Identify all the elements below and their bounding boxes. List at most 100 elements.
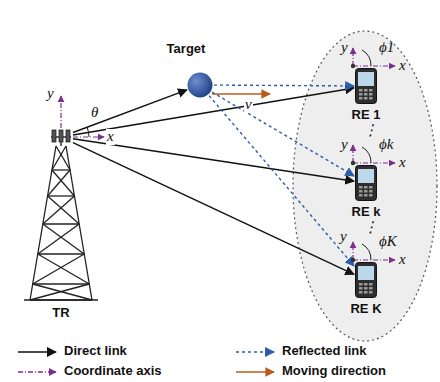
phone-screen xyxy=(358,169,374,183)
tower-brace xyxy=(38,254,90,284)
phone-key xyxy=(364,287,368,290)
axis-x xyxy=(353,65,395,66)
node-label: Target xyxy=(167,42,206,56)
axis-x xyxy=(353,259,395,260)
receiver-region xyxy=(293,31,437,341)
phone-icon xyxy=(355,262,377,298)
math-label: x xyxy=(106,129,115,145)
tower-brace xyxy=(48,170,70,196)
phi-arc xyxy=(362,147,371,163)
tower-brace xyxy=(56,146,70,170)
angle-arcs xyxy=(87,50,371,260)
phone-body xyxy=(356,69,377,104)
node-label: RE 1 xyxy=(352,108,381,122)
math-label: ϕk xyxy=(378,137,394,153)
legend-text: Direct link xyxy=(64,344,127,358)
tower-brace xyxy=(43,224,84,254)
tower-brace xyxy=(30,284,89,300)
phone-body xyxy=(356,263,377,298)
phone-icon xyxy=(355,165,377,201)
tower-rung xyxy=(30,299,92,300)
phone-screen xyxy=(358,72,374,86)
phone-key xyxy=(364,283,368,286)
receiver-phone: RE 1 xyxy=(355,68,377,104)
reflected-link xyxy=(214,84,354,86)
phone-key xyxy=(364,89,368,92)
phone-key xyxy=(369,283,373,286)
phone-screen xyxy=(358,266,374,280)
legend-sample xyxy=(236,351,274,353)
antenna-icon xyxy=(50,128,72,146)
phone-key xyxy=(364,291,368,294)
reflected-link xyxy=(209,96,354,266)
math-label: ⋮ xyxy=(362,220,379,236)
tower-rung xyxy=(48,195,75,196)
math-label: v xyxy=(244,97,253,113)
tower-rung xyxy=(43,223,79,224)
phone-key xyxy=(359,93,363,96)
tower-brace xyxy=(33,254,85,284)
node-label: RE K xyxy=(350,302,381,316)
math-label: ϕ1 xyxy=(378,40,395,56)
antenna-mast xyxy=(60,142,61,146)
legend-sample xyxy=(18,351,56,353)
target-icon xyxy=(187,72,213,98)
math-label: y xyxy=(46,86,55,102)
transmitter-tower: TR xyxy=(50,128,72,146)
tower-rung xyxy=(33,283,90,284)
axis-x xyxy=(353,162,395,163)
direct-link xyxy=(73,139,354,181)
phi-arc xyxy=(362,244,371,260)
phone-key xyxy=(359,194,363,197)
antenna-panel xyxy=(52,130,56,142)
math-label: y xyxy=(339,229,348,245)
math-label: y xyxy=(340,137,349,153)
phone-icon xyxy=(355,68,377,104)
phone-key xyxy=(359,190,363,193)
phone-key xyxy=(369,190,373,193)
phone-key xyxy=(359,89,363,92)
axis-origin xyxy=(351,258,355,262)
phone-key xyxy=(364,186,368,189)
phi-arc xyxy=(362,50,371,66)
tower-brace xyxy=(38,224,79,254)
phone-key xyxy=(369,287,373,290)
antenna-panel xyxy=(66,130,70,142)
tower-rung xyxy=(38,253,84,254)
reflected-link xyxy=(212,92,354,176)
legend-text: Coordinate axis xyxy=(64,364,162,378)
tower-rung xyxy=(52,169,70,170)
tower-brace xyxy=(43,196,75,224)
math-label: θ xyxy=(90,105,99,121)
phone-key xyxy=(369,93,373,96)
phone-key xyxy=(369,97,373,100)
math-label: ϕK xyxy=(378,234,398,250)
phone-body xyxy=(356,166,377,201)
velocity-arrow xyxy=(212,93,270,95)
axis-y xyxy=(60,96,61,128)
connectors xyxy=(73,85,354,274)
math-label: x xyxy=(398,58,407,74)
node-label: TR xyxy=(52,306,69,320)
phone-key xyxy=(364,97,368,100)
phone-key xyxy=(359,291,363,294)
receiver-phone: RE k xyxy=(355,165,377,201)
target-circle: Target xyxy=(187,72,213,98)
direct-link xyxy=(73,88,354,135)
tower-lattice xyxy=(24,146,98,300)
math-label: y xyxy=(340,40,349,56)
tower-brace xyxy=(52,170,74,196)
axis-y xyxy=(352,145,353,163)
tower-brace xyxy=(48,196,80,224)
phone-key xyxy=(359,287,363,290)
direct-link xyxy=(73,143,354,275)
phone-key xyxy=(359,283,363,286)
legend-text: Reflected link xyxy=(282,344,367,358)
phone-key xyxy=(369,194,373,197)
phone-key xyxy=(364,93,368,96)
axis-origin xyxy=(351,161,355,165)
math-label: x xyxy=(398,252,407,268)
math-label: x xyxy=(398,155,407,171)
axis-y xyxy=(352,48,353,66)
